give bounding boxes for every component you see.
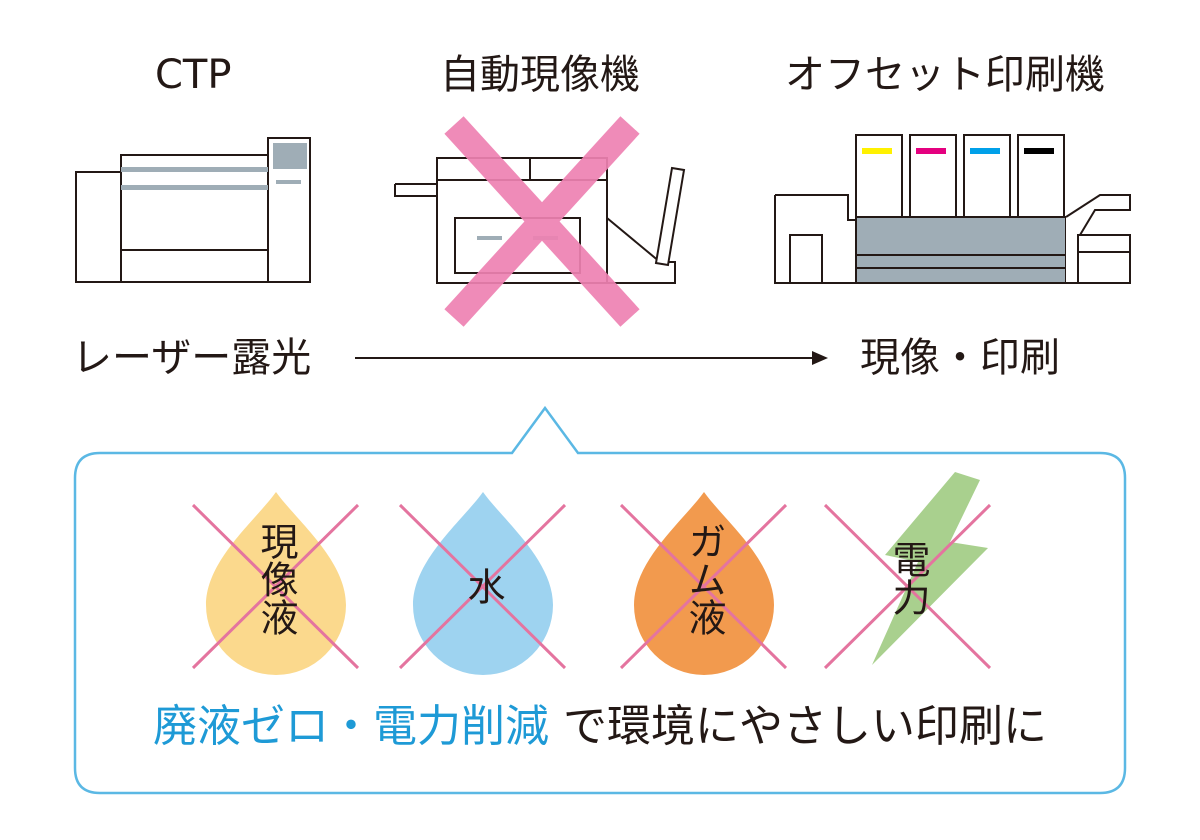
process-arrow xyxy=(355,351,828,365)
ctp-machine-icon xyxy=(75,137,311,283)
drop-label-gum: ガム液 xyxy=(682,522,726,636)
drop-label-power: 電力 xyxy=(886,540,930,616)
offset-press-icon xyxy=(774,134,1131,284)
gum-drop-icon xyxy=(634,492,774,675)
water-drop-icon xyxy=(413,492,553,675)
drop-label-developer: 現像液 xyxy=(254,522,298,636)
lightning-icon xyxy=(872,472,988,665)
processor-label: 自動現像機 xyxy=(440,52,640,98)
drop-label-water: 水 xyxy=(461,567,505,605)
tagline-highlight: 廃液ゼロ・電力削減 xyxy=(153,701,549,752)
developer-drop-icon xyxy=(206,492,346,675)
processor-cross-icon xyxy=(444,116,640,327)
laser-exposure-label: レーザー露光 xyxy=(72,335,312,381)
develop-print-label: 現像・印刷 xyxy=(860,335,1060,381)
callout-box xyxy=(73,405,1127,795)
offset-press-label: オフセット印刷機 xyxy=(785,52,1105,98)
ctp-label: CTP xyxy=(155,52,232,98)
tagline-rest: で環境にやさしい印刷に xyxy=(549,701,1047,752)
tagline: 廃液ゼロ・電力削減 で環境にやさしい印刷に xyxy=(0,705,1200,749)
drop-crosses xyxy=(191,503,992,670)
